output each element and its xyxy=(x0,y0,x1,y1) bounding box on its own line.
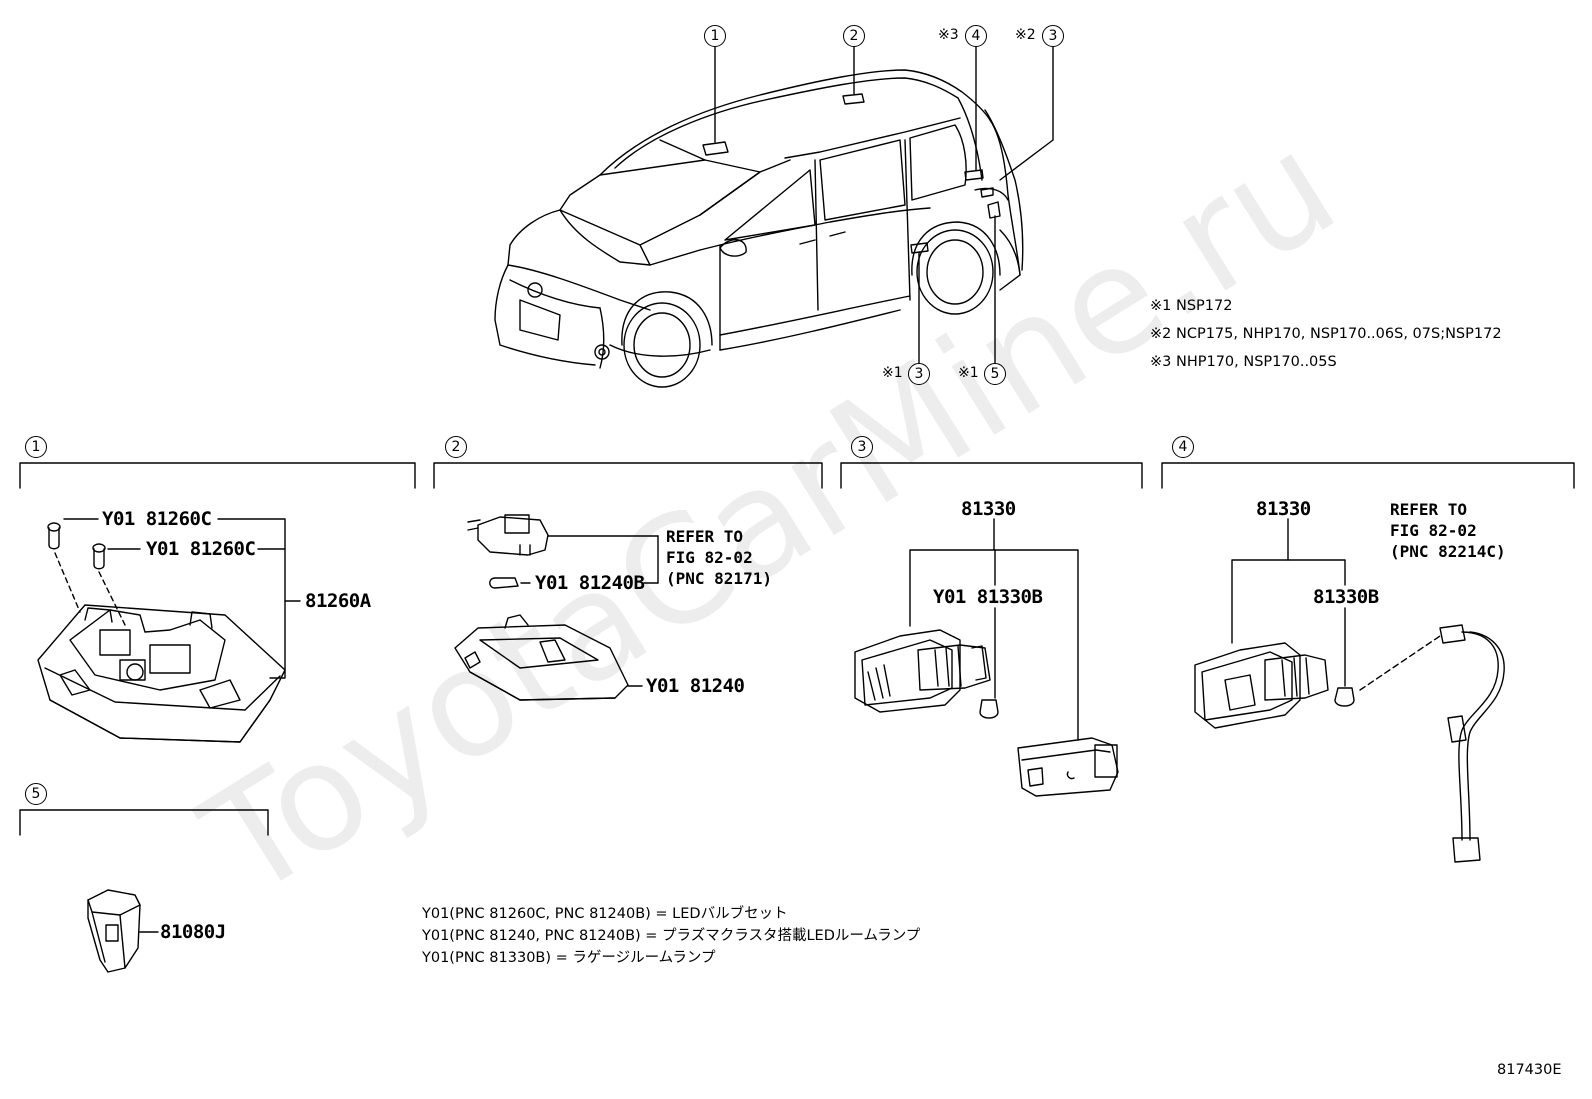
refer-line: REFER TO xyxy=(666,527,744,546)
model-note-marker: ※1 xyxy=(882,365,903,381)
legend-line: Y01(PNC 81260C, PNC 81240B) = LEDバルブセット xyxy=(422,906,788,922)
part-label-room-lamp: Y01 81240 xyxy=(646,675,745,697)
part-label-room-lamp-bulb: Y01 81240B xyxy=(535,572,645,594)
callout-marker-2: 2 xyxy=(843,25,865,47)
refer-to-note: REFER TO FIG 82-02 (PNC 82214C) xyxy=(1390,499,1506,562)
refer-line: FIG 82-02 xyxy=(666,548,753,567)
callout-marker-3: 3 xyxy=(1042,25,1064,47)
section-number-3: 3 xyxy=(851,436,873,458)
luggage-lamp-4-drawing xyxy=(1194,518,1505,863)
callout-marker-1: 1 xyxy=(704,25,726,47)
figure-id: 817430E xyxy=(1497,1062,1562,1078)
section-number-1: 1 xyxy=(25,436,47,458)
refer-to-note: REFER TO FIG 82-02 (PNC 82171) xyxy=(666,526,772,589)
section-brackets xyxy=(19,462,1575,836)
part-label-luggage-lamp-assembly: 81330 xyxy=(961,498,1016,520)
refer-line: FIG 82-02 xyxy=(1390,521,1477,540)
legend-line: Y01(PNC 81330B) = ラゲージルームランプ xyxy=(422,950,716,966)
model-note: ※2 NCP175, NHP170, NSP170..06S, 07S;NSP1… xyxy=(1150,326,1502,342)
part-label-dome-lamp-assembly: 81260A xyxy=(305,590,371,612)
callout-marker-3: 3 xyxy=(908,363,930,385)
part-label-led-bulb: Y01 81260C xyxy=(102,508,212,530)
dome-lamp-drawing xyxy=(37,518,301,743)
model-note-marker: ※1 xyxy=(958,365,979,381)
car-callout-leaders xyxy=(714,45,1054,365)
luggage-lamp-3-drawing xyxy=(854,518,1119,797)
part-label-led-bulb: Y01 81260C xyxy=(146,538,256,560)
model-note: ※1 NSP172 xyxy=(1150,298,1233,314)
part-label-luggage-lamp-assembly: 81330 xyxy=(1256,498,1311,520)
model-note-marker: ※3 xyxy=(938,27,959,43)
part-label-luggage-lamp-bulb: Y01 81330B xyxy=(933,586,1043,608)
section-number-2: 2 xyxy=(445,436,467,458)
room-lamp-drawing xyxy=(454,514,659,701)
callout-marker-5: 5 xyxy=(984,363,1006,385)
model-note: ※3 NHP170, NSP170..05S xyxy=(1150,354,1337,370)
section-number-4: 4 xyxy=(1172,436,1194,458)
model-note-marker: ※2 xyxy=(1015,27,1036,43)
car-illustration xyxy=(494,69,1024,388)
callout-marker-4: 4 xyxy=(965,25,987,47)
part-label-switch: 81080J xyxy=(160,921,226,943)
switch-drawing xyxy=(87,889,159,973)
refer-line: (PNC 82214C) xyxy=(1390,542,1506,561)
part-label-luggage-lamp-bulb: 81330B xyxy=(1313,586,1379,608)
legend-line: Y01(PNC 81240, PNC 81240B) = プラズマクラスタ搭載L… xyxy=(422,928,921,944)
refer-line: (PNC 82171) xyxy=(666,569,772,588)
refer-line: REFER TO xyxy=(1390,500,1468,519)
section-number-5: 5 xyxy=(25,783,47,805)
